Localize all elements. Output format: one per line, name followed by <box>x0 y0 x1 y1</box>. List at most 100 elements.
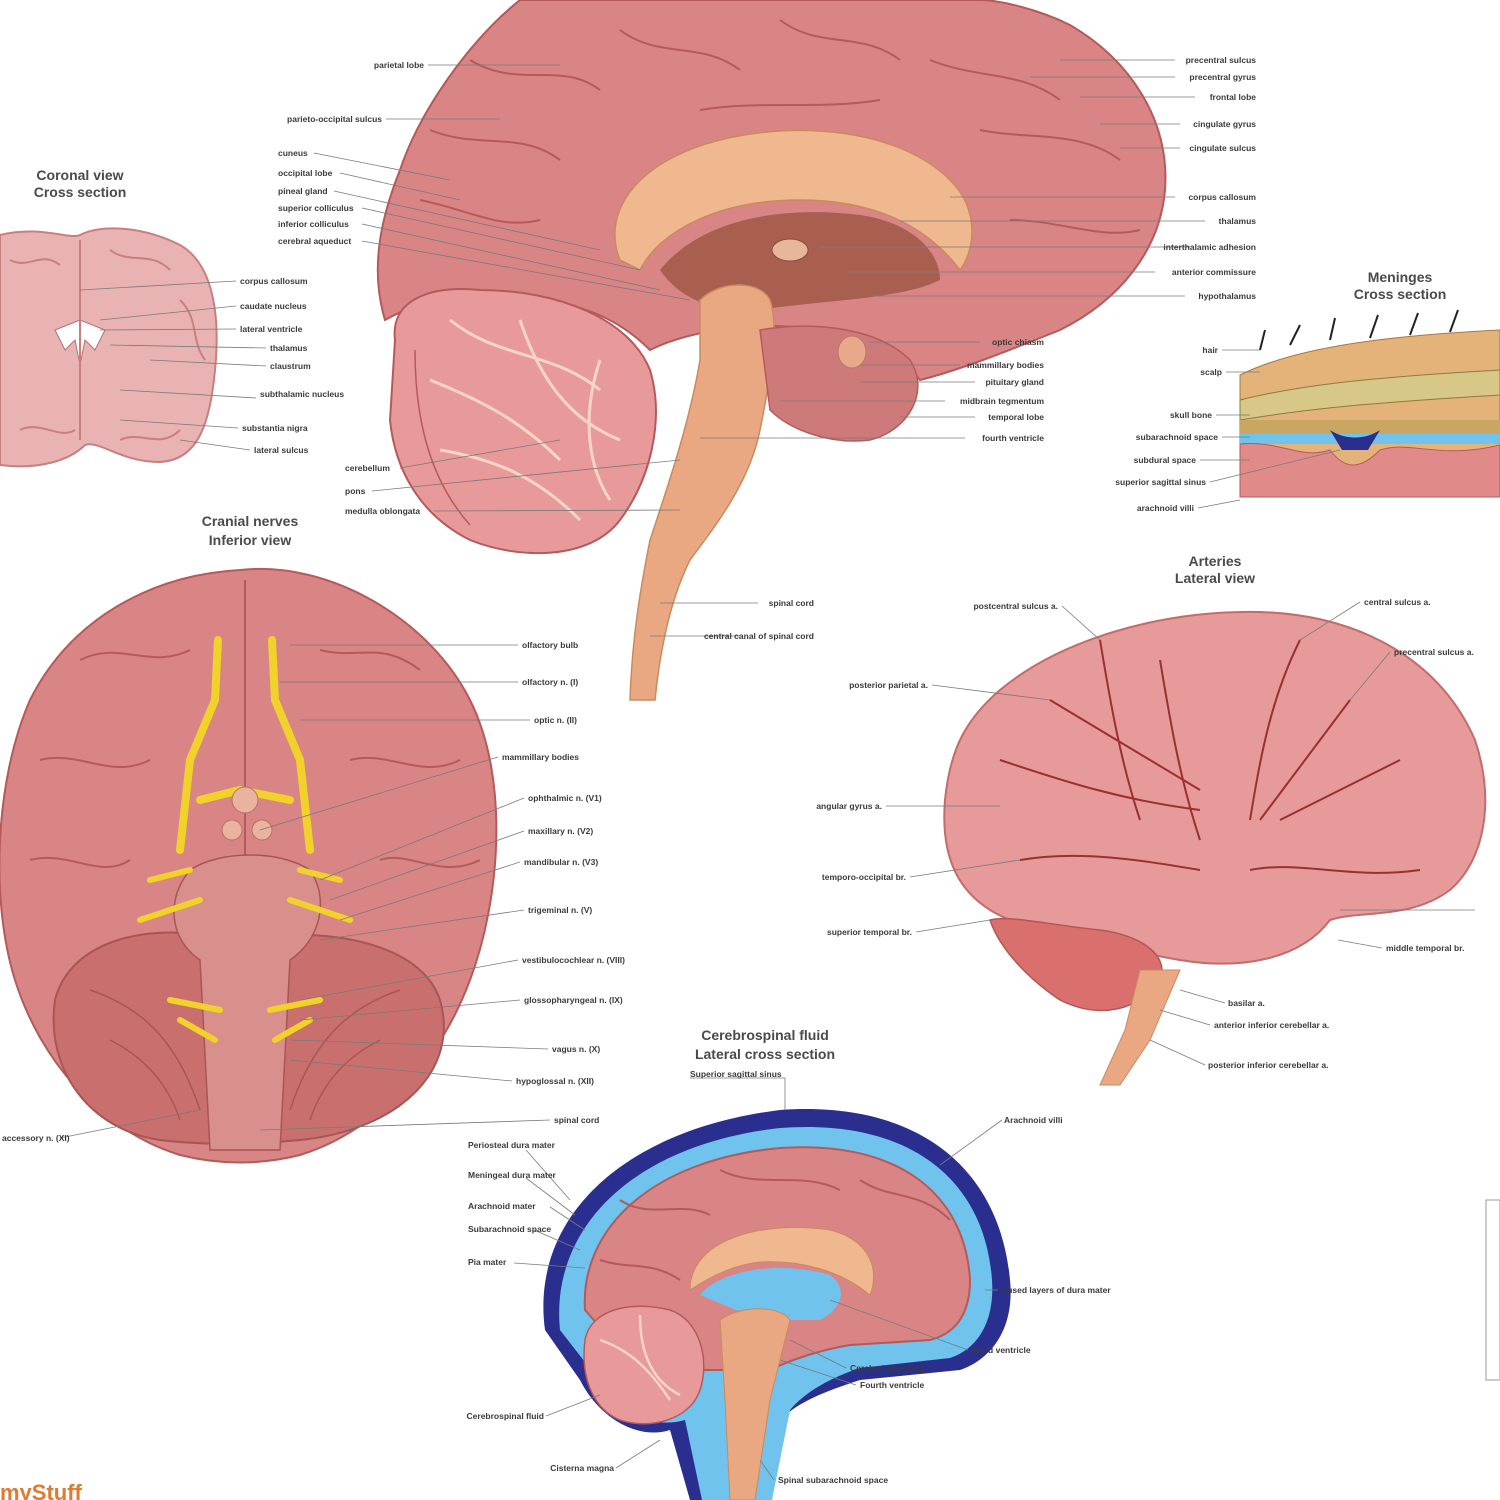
label-maxillary-n: maxillary n. (V2) <box>528 826 593 836</box>
cropped-panel-edge <box>1485 1199 1500 1381</box>
cranial-subtitle-text: Inferior view <box>209 532 292 548</box>
label-pineal-gland: pineal gland <box>278 186 328 196</box>
sagittal-brain-illustration <box>376 0 1167 701</box>
csf-subtitle-text: Lateral cross section <box>695 1046 835 1062</box>
label-precentral-gyrus: precentral gyrus <box>1189 72 1256 82</box>
arteries-title: Arteries Lateral view <box>1175 553 1255 586</box>
label-anterior-inferior-cerebellar-a: anterior inferior cerebellar a. <box>1214 1020 1329 1030</box>
cranial-leaders <box>59 644 551 1139</box>
label-pia-mater: Pia mater <box>468 1257 507 1267</box>
label-subarachnoid-space-csf: Subarachnoid space <box>468 1224 551 1234</box>
coronal-leaders <box>79 280 267 451</box>
label-precentral-sulcus-a: precentral sulcus a. <box>1394 647 1474 657</box>
label-mammillary-bodies: mammillary bodies <box>967 360 1044 370</box>
label-subarachnoid-space-meninges: subarachnoid space <box>1136 432 1218 442</box>
label-substantia-nigra: substantia nigra <box>242 423 308 433</box>
label-lateral-sulcus: lateral sulcus <box>254 445 309 455</box>
label-trigeminal-n: trigeminal n. (V) <box>528 905 592 915</box>
label-cerebrospinal-fluid: Cerebrospinal fluid <box>467 1411 544 1421</box>
csf-illustration <box>543 1109 1011 1500</box>
arteries-subtitle-text: Lateral view <box>1175 570 1255 586</box>
label-corpus-callosum: corpus callosum <box>1188 192 1256 202</box>
label-meningeal-dura: Meningeal dura mater <box>468 1170 557 1180</box>
coronal-subtitle-text: Cross section <box>34 184 127 200</box>
cranial-title-text: Cranial nerves <box>202 513 299 529</box>
meninges-labels: hair scalp skull bone subarachnoid space… <box>1115 345 1222 513</box>
label-superior-sagittal-sinus-meninges: superior sagittal sinus <box>1115 477 1206 487</box>
label-fused-dura: Fused layers of dura mater <box>1002 1285 1111 1295</box>
brand-logo-text: myStuff <box>0 1480 83 1500</box>
label-skull-bone: skull bone <box>1170 410 1212 420</box>
label-fourth-ventricle-csf: Fourth ventricle <box>860 1380 925 1390</box>
label-posterior-inferior-cerebellar-a: posterior inferior cerebellar a. <box>1208 1060 1328 1070</box>
label-pons: pons <box>345 486 366 496</box>
label-periosteal-dura: Periosteal dura mater <box>468 1140 556 1150</box>
label-basilar-a: basilar a. <box>1228 998 1265 1008</box>
label-lateral-ventricle: lateral ventricle <box>240 324 303 334</box>
label-middle-temporal-br: middle temporal br. <box>1386 943 1464 953</box>
label-mandibular-n: mandibular n. (V3) <box>524 857 598 867</box>
label-temporo-occipital-br: temporo-occipital br. <box>822 872 906 882</box>
label-spinal-cord-cranial: spinal cord <box>554 1115 599 1125</box>
meninges-title-text: Meninges <box>1368 269 1433 285</box>
label-glossopharyngeal-n: glossopharyngeal n. (IX) <box>524 995 623 1005</box>
label-claustrum: claustrum <box>270 361 311 371</box>
label-superior-temporal-br: superior temporal br. <box>827 927 912 937</box>
label-midbrain-tegmentum: midbrain tegmentum <box>960 396 1045 406</box>
label-mammillary-bodies-cranial: mammillary bodies <box>502 752 579 762</box>
csf-leaders <box>513 1077 1003 1481</box>
label-cuneus: cuneus <box>278 148 308 158</box>
label-thalamus-coronal: thalamus <box>270 343 308 353</box>
label-arachnoid-villi-meninges: arachnoid villi <box>1137 503 1194 513</box>
label-cingulate-sulcus: cingulate sulcus <box>1189 143 1256 153</box>
label-spinal-cord: spinal cord <box>769 598 814 608</box>
label-occipital-lobe: occipital lobe <box>278 168 333 178</box>
label-cisterna-magna: Cisterna magna <box>550 1463 614 1473</box>
label-vestibulocochlear-n: vestibulocochlear n. (VIII) <box>522 955 625 965</box>
label-olfactory-bulb: olfactory bulb <box>522 640 578 650</box>
label-hypoglossal-n: hypoglossal n. (XII) <box>516 1076 594 1086</box>
label-central-sulcus-a: central sulcus a. <box>1364 597 1431 607</box>
label-caudate-nucleus: caudate nucleus <box>240 301 307 311</box>
label-postcentral-sulcus-a: postcentral sulcus a. <box>973 601 1058 611</box>
cranial-title: Cranial nerves Inferior view <box>202 513 299 548</box>
label-scalp: scalp <box>1200 367 1222 377</box>
label-parieto-occipital-sulcus: parieto-occipital sulcus <box>287 114 382 124</box>
label-optic-chiasm: optic chiasm <box>992 337 1044 347</box>
label-pituitary-gland: pituitary gland <box>985 377 1044 387</box>
label-inferior-colliculus: inferior colliculus <box>278 219 349 229</box>
label-hypothalamus: hypothalamus <box>1198 291 1256 301</box>
label-cingulate-gyrus: cingulate gyrus <box>1193 119 1256 129</box>
label-posterior-parietal-a: posterior parietal a. <box>849 680 928 690</box>
csf-title: Cerebrospinal fluid Lateral cross sectio… <box>695 1027 835 1062</box>
label-angular-gyrus-a: angular gyrus a. <box>816 801 882 811</box>
label-olfactory-n: olfactory n. (I) <box>522 677 578 687</box>
sagittal-labels-right: precentral sulcus precentral gyrus front… <box>704 55 1256 641</box>
label-cerebral-aqueduct-csf: Cerebral aqueduct <box>850 1363 925 1373</box>
coronal-title-text: Coronal view <box>36 167 123 183</box>
label-fourth-ventricle: fourth ventricle <box>982 433 1044 443</box>
arteries-labels: postcentral sulcus a. posterior parietal… <box>816 597 1474 1070</box>
label-subdural-space: subdural space <box>1134 455 1197 465</box>
label-central-canal: central canal of spinal cord <box>704 631 814 641</box>
meninges-subtitle-text: Cross section <box>1354 286 1447 302</box>
sagittal-labels-left: parietal lobe parieto-occipital sulcus c… <box>278 60 424 516</box>
label-corpus-callosum-coronal: corpus callosum <box>240 276 308 286</box>
cranial-labels: olfactory bulb olfactory n. (I) optic n.… <box>2 640 625 1143</box>
label-superior-sagittal-sinus-csf: Superior sagittal sinus <box>690 1069 782 1079</box>
csf-labels: Superior sagittal sinus Periosteal dura … <box>467 1069 1112 1485</box>
label-arachnoid-villi-csf: Arachnoid villi <box>1004 1115 1063 1125</box>
label-optic-n: optic n. (II) <box>534 715 577 725</box>
label-subthalamic-nucleus: subthalamic nucleus <box>260 389 344 399</box>
label-arachnoid-mater: Arachnoid mater <box>468 1201 536 1211</box>
label-cerebellum: cerebellum <box>345 463 390 473</box>
meninges-title: Meninges Cross section <box>1354 269 1447 302</box>
label-hair: hair <box>1202 345 1218 355</box>
csf-title-text: Cerebrospinal fluid <box>701 1027 829 1043</box>
meninges-illustration <box>1239 309 1500 498</box>
coronal-labels: corpus callosum caudate nucleus lateral … <box>240 276 344 455</box>
label-parietal-lobe: parietal lobe <box>374 60 424 70</box>
cranial-brain-illustration <box>0 567 498 1164</box>
label-vagus-n: vagus n. (X) <box>552 1044 600 1054</box>
